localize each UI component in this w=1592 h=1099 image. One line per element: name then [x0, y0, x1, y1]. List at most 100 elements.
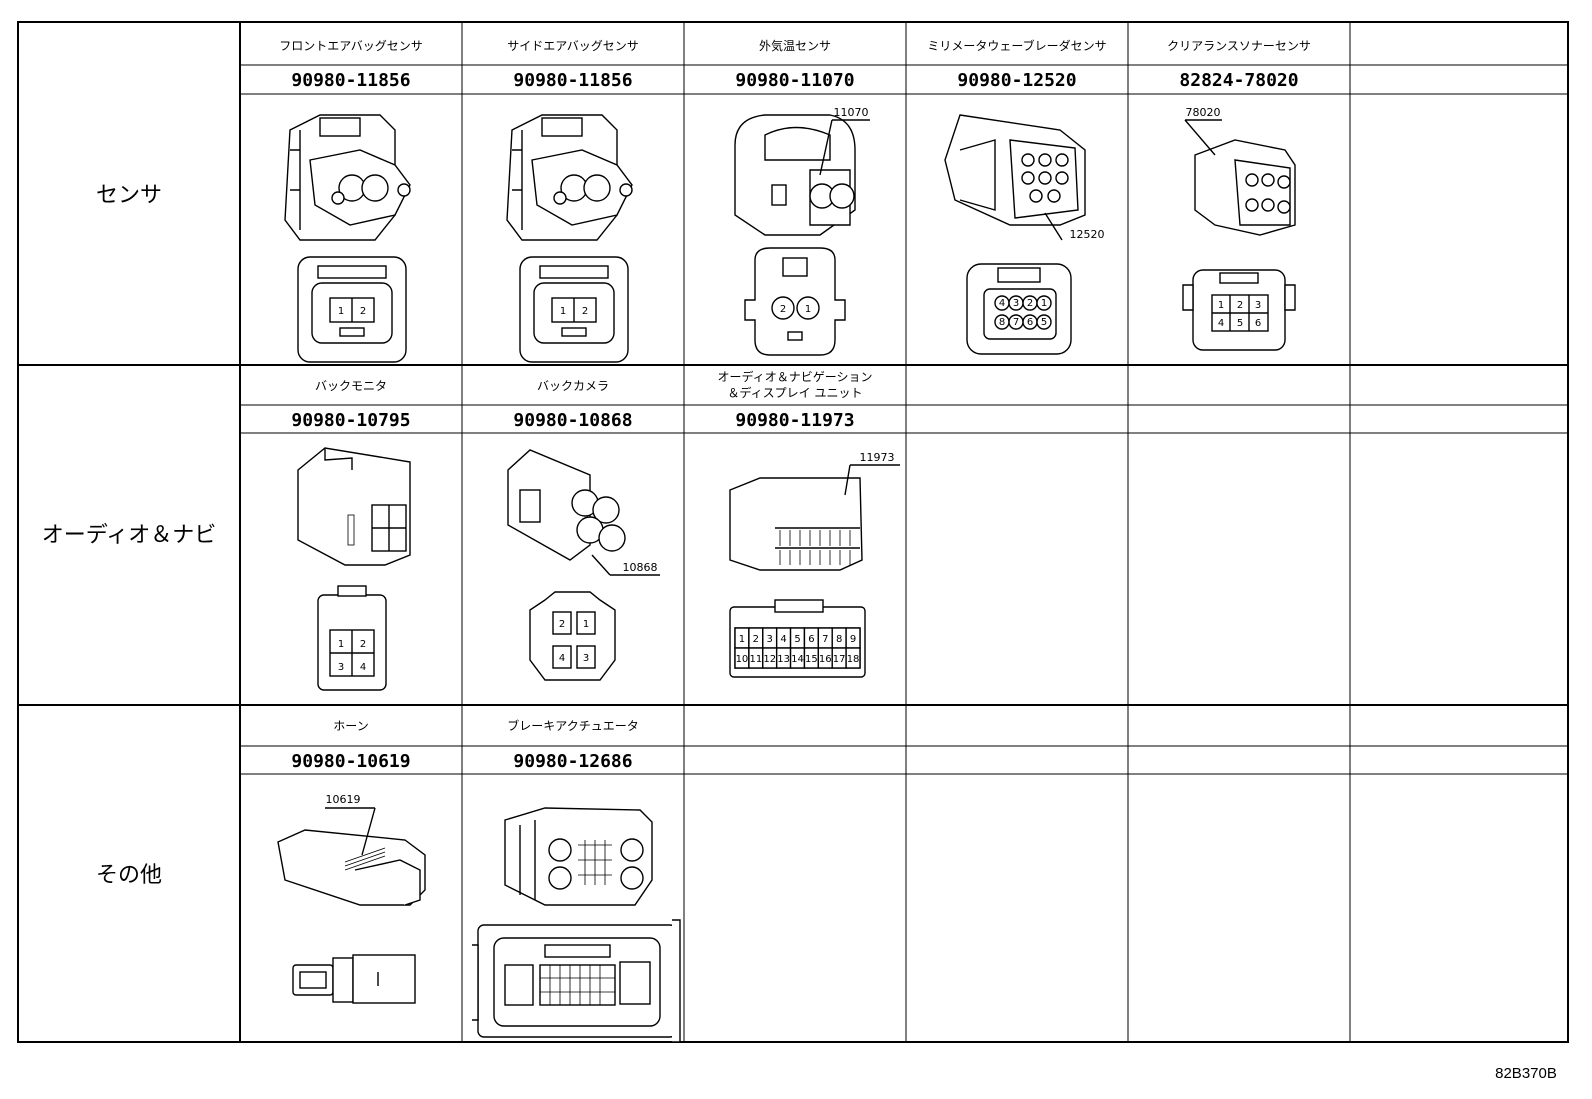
connector-face-view — [472, 919, 681, 1043]
category-label-audio-navi: オーディオ＆ナビ — [42, 523, 216, 548]
reference-label: 12520 — [1070, 228, 1105, 241]
connector-3d-view — [506, 114, 633, 241]
connector-face-view — [292, 954, 416, 1004]
pin-label: 6 — [1027, 317, 1033, 328]
pin-label: 14 — [791, 654, 804, 665]
connector-3d-view — [729, 464, 900, 571]
connector-face-view: 1 2 — [297, 256, 407, 363]
pin-label: 3 — [583, 653, 589, 664]
connector-face-view: 1 2 3 4 — [317, 585, 387, 691]
connector-face-view: 2 1 — [744, 247, 846, 356]
connector-3d-view — [734, 114, 870, 236]
part-number: 90980-11856 — [291, 70, 410, 91]
part-number: 82824-78020 — [1179, 70, 1298, 91]
pin-label: 1 — [1041, 298, 1047, 309]
pin-label: 8 — [999, 317, 1005, 328]
connector-name: サイドエアバッグセンサ — [507, 39, 639, 53]
pin-label: 6 — [1255, 318, 1261, 329]
connector-drawing-clearance-sonar: 78020 1 2 3 4 5 6 — [1182, 106, 1296, 351]
pin-cell — [845, 647, 861, 669]
pin-label: 1 — [805, 304, 811, 315]
part-number: 90980-12686 — [513, 751, 632, 772]
pin-label: 15 — [805, 654, 818, 665]
connector-face-view: 2 1 4 3 — [529, 591, 616, 681]
pin-label: 2 — [1027, 298, 1033, 309]
reference-label: 10619 — [326, 793, 361, 806]
pin-label: 2 — [559, 619, 565, 630]
pin-label: 9 — [850, 634, 856, 645]
connector-3d-view — [504, 807, 653, 906]
pin-label: 3 — [767, 634, 773, 645]
part-number: 90980-11973 — [735, 410, 854, 431]
connector-drawing-outside-temp: 11070 2 1 — [734, 106, 870, 356]
connector-face-view: 1 2 — [519, 256, 629, 363]
pin-label: 16 — [819, 654, 832, 665]
figure-code: 82B370B — [1495, 1065, 1557, 1082]
pin-label: 4 — [999, 298, 1005, 309]
part-number: 90980-10795 — [291, 410, 410, 431]
pin-label: 3 — [338, 662, 344, 673]
connector-3d-view — [297, 447, 411, 566]
pin-label: 7 — [1013, 317, 1019, 328]
pin-label: 10 — [736, 654, 749, 665]
category-label-other: その他 — [96, 863, 162, 888]
pin-label: 1 — [338, 306, 344, 317]
pin-label: 3 — [1255, 300, 1261, 311]
connector-name: バックモニタ — [315, 379, 387, 393]
connector-face-view: 1 2 3 4 5 6 — [1182, 269, 1296, 351]
part-number: 90980-12520 — [957, 70, 1076, 91]
connector-name: ブレーキアクチュエータ — [507, 718, 638, 733]
pin-label: 1 — [1218, 300, 1224, 311]
pin-label: 12 — [763, 654, 776, 665]
connector-3d-view — [1184, 119, 1296, 236]
connector-name: 外気温センサ — [759, 38, 831, 53]
pin-label: 2 — [1237, 300, 1243, 311]
part-number: 90980-11856 — [513, 70, 632, 91]
connector-3d-view — [277, 807, 426, 906]
connector-name: フロントエアバッグセンサ — [279, 39, 423, 53]
pin-label: 4 — [1218, 318, 1224, 329]
part-number: 90980-10619 — [291, 751, 410, 772]
reference-label: 10868 — [623, 561, 658, 574]
table-grid — [17, 21, 1569, 1043]
connector-name-line2: ＆ディスプレイ ユニット — [728, 385, 863, 400]
pin-label: 2 — [753, 634, 759, 645]
pin-label: 3 — [1013, 298, 1019, 309]
connector-3d-view — [944, 114, 1086, 241]
part-number: 90980-10868 — [513, 410, 632, 431]
connector-drawing-mmw-radar: 12520 4 3 2 1 8 7 6 5 — [944, 114, 1105, 355]
pin-label: 2 — [360, 639, 366, 650]
connector-drawing-front-airbag: 1 2 — [284, 114, 411, 363]
connector-drawing-back-camera: 10868 2 1 4 3 — [507, 449, 660, 681]
pin-label: 4 — [360, 662, 366, 673]
pin-label: 5 — [1237, 318, 1243, 329]
pin-label: 7 — [822, 634, 828, 645]
pin-label: 11 — [749, 654, 762, 665]
connector-drawing-back-monitor: 1 2 3 4 — [297, 447, 411, 691]
pin-label: 2 — [360, 306, 366, 317]
connector-drawing-side-airbag: 1 2 — [506, 114, 633, 363]
reference-label: 11973 — [860, 451, 895, 464]
pin-label: 1 — [739, 634, 745, 645]
pin-label: 8 — [836, 634, 842, 645]
pin-label: 18 — [847, 654, 860, 665]
reference-label: 78020 — [1186, 106, 1221, 119]
connector-drawing-horn: 10619 — [277, 793, 426, 1004]
connector-3d-view — [507, 449, 660, 576]
connector-drawing-brake-actuator — [472, 807, 681, 1043]
pin-label: 1 — [583, 619, 589, 630]
connector-name: バックカメラ — [537, 379, 609, 393]
pin-label: 17 — [833, 654, 846, 665]
pin-label: 1 — [560, 306, 566, 317]
connector-face-view: 4 3 2 1 8 7 6 5 — [966, 263, 1072, 355]
pin-label: 4 — [780, 634, 786, 645]
connector-name: クリアランスソナーセンサ — [1167, 39, 1311, 53]
pin-label: 5 — [794, 634, 800, 645]
pin-label: 2 — [582, 306, 588, 317]
connector-3d-view — [284, 114, 411, 241]
pin-label: 2 — [780, 304, 786, 315]
connector-name: ホーン — [333, 719, 368, 733]
category-label-sensor: センサ — [96, 183, 162, 208]
